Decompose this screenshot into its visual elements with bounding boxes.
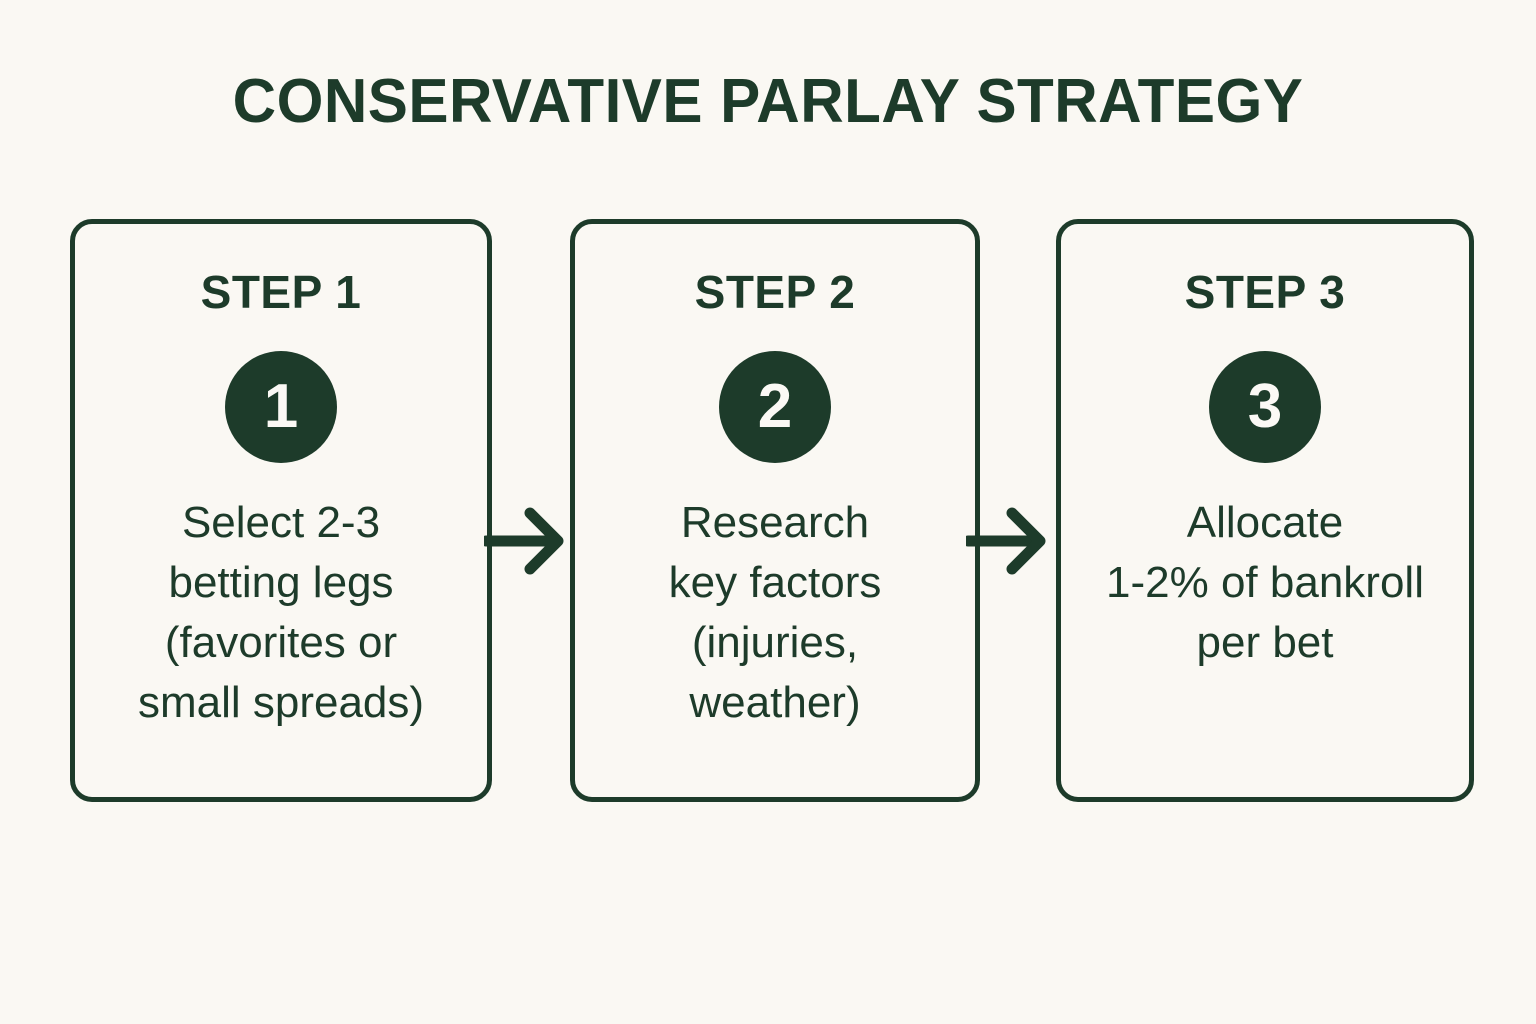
step-number-badge-2: 2 — [719, 351, 831, 463]
step-label-1: STEP 1 — [200, 266, 362, 318]
step-number-badge-3: 3 — [1209, 351, 1321, 463]
step-number-badge-1: 1 — [225, 351, 337, 463]
step-label-2: STEP 2 — [694, 266, 856, 318]
page-title: CONSERVATIVE PARLAY STRATEGY — [232, 67, 1304, 136]
process-flow: STEP 1 1 Select 2-3 betting legs (favori… — [0, 219, 1536, 804]
arrow-right-icon-2 — [966, 505, 1052, 577]
arrow-right-icon-1 — [484, 505, 570, 577]
step-description-1: Select 2-3 betting legs (favorites or sm… — [137, 498, 425, 727]
step-card-3: STEP 3 3 Allocate 1-2% of bankroll per b… — [1056, 219, 1474, 802]
step-card-1: STEP 1 1 Select 2-3 betting legs (favori… — [70, 219, 492, 802]
step-description-2: Research key factors (injuries, weather) — [668, 498, 882, 727]
step-description-3: Allocate 1-2% of bankroll per bet — [1106, 498, 1424, 667]
step-label-3: STEP 3 — [1184, 266, 1346, 318]
step-card-2: STEP 2 2 Research key factors (injuries,… — [570, 219, 980, 802]
